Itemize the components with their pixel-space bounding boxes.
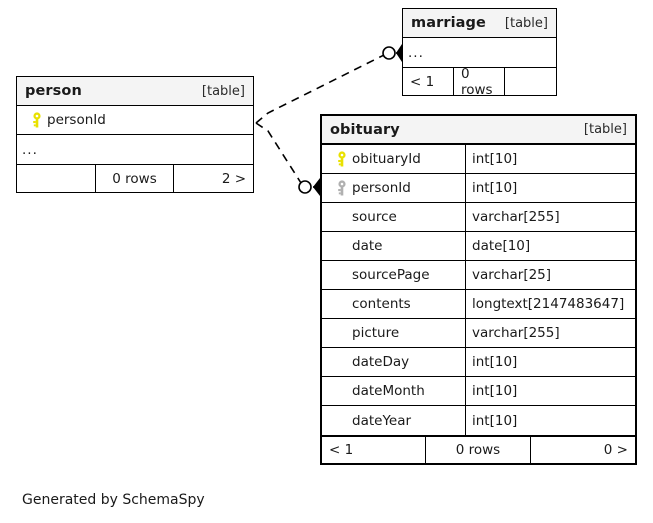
column-name-picture: picture [322, 319, 465, 347]
crowsfoot-marker-obituary [313, 178, 320, 196]
primary-key-icon [330, 150, 352, 168]
column-label: dateMonth [352, 383, 425, 399]
edge-line-person-obituary [255, 122, 302, 184]
entity-table-person[interactable]: person [table] personId [16, 76, 254, 193]
table-row[interactable]: contents longtext[2147483647] [322, 290, 635, 319]
column-type: int[10] [465, 348, 635, 376]
column-label: dateYear [352, 412, 412, 429]
column-type: int[10] [465, 406, 635, 435]
table-row-ellipsis[interactable]: ... [17, 135, 253, 164]
table-row[interactable]: dateDay int[10] [322, 348, 635, 377]
table-row[interactable]: date date[10] [322, 232, 635, 261]
table-row-ellipsis[interactable]: ... [403, 38, 556, 67]
entity-kind-person: [table] [201, 83, 245, 99]
table-row[interactable]: dateMonth int[10] [322, 377, 635, 406]
footer-row-count-person: 0 rows [96, 165, 175, 192]
table-row[interactable]: source varchar[255] [322, 203, 635, 232]
relationship-person-marriage[interactable] [255, 44, 402, 124]
entity-footer-person: 0 rows 2 > [17, 164, 253, 192]
cardinality-zero-marker-marriage [382, 46, 396, 60]
entity-name-obituary: obituary [330, 121, 400, 138]
footer-parent-count-marriage[interactable]: < 1 [403, 68, 454, 95]
column-type: int[10] [465, 377, 635, 405]
footer-parent-count-person[interactable] [17, 165, 96, 192]
column-label: date [352, 238, 383, 254]
entity-kind-marriage: [table] [504, 15, 548, 31]
foreign-key-icon [330, 179, 352, 197]
table-row[interactable]: picture varchar[255] [322, 319, 635, 348]
column-name-datemonth: dateMonth [322, 377, 465, 405]
entity-header-marriage: marriage [table] [403, 9, 556, 38]
table-row[interactable]: personId int[10] [322, 174, 635, 203]
column-label: dateDay [352, 354, 410, 370]
footer-child-count-obituary[interactable]: 0 > [603, 442, 628, 458]
entity-table-marriage[interactable]: marriage [table] ... < 1 0 rows [402, 8, 557, 96]
entity-columns-person: personId ... [17, 106, 253, 164]
column-label: personId [352, 180, 411, 196]
column-label: source [352, 209, 397, 225]
column-name-obituaryid: obituaryId [322, 145, 465, 173]
column-label: sourcePage [352, 267, 430, 283]
entity-columns-marriage: ... [403, 38, 556, 67]
footer-child-count-marriage[interactable] [505, 68, 556, 95]
entity-header-person: person [table] [17, 77, 253, 106]
ellipsis-label: ... [22, 141, 38, 158]
relationship-person-obituary[interactable] [255, 122, 320, 196]
column-type: varchar[255] [465, 203, 635, 231]
cardinality-zero-marker-obituary [298, 180, 312, 194]
table-row[interactable]: obituaryId int[10] [322, 145, 635, 174]
column-label: picture [352, 325, 400, 341]
entity-columns-obituary: obituaryId int[10] personI [322, 145, 635, 435]
footer-row-count-marriage: 0 rows [454, 68, 505, 95]
table-row[interactable]: sourcePage varchar[25] [322, 261, 635, 290]
column-name-dateyear: dateYear [322, 406, 465, 435]
column-type: varchar[255] [465, 319, 635, 347]
column-type: varchar[25] [465, 261, 635, 289]
column-name-personid: personId [17, 106, 253, 134]
column-name-dateday: dateDay [322, 348, 465, 376]
entity-footer-marriage: < 1 0 rows [403, 67, 556, 95]
entity-footer-obituary: < 1 0 rows 0 > [322, 435, 635, 463]
footer-parent-count-obituary[interactable]: < 1 [322, 437, 427, 463]
generated-by-caption: Generated by SchemaSpy [22, 492, 205, 508]
entity-kind-obituary: [table] [583, 122, 627, 137]
footer-row-count-obituary: 0 rows [426, 437, 531, 463]
column-label: obituaryId [352, 151, 421, 167]
column-name-personid: personId [322, 174, 465, 202]
entity-header-obituary: obituary [table] [322, 116, 635, 145]
entity-name-marriage: marriage [411, 15, 486, 31]
column-name-contents: contents [322, 290, 465, 318]
entity-table-obituary[interactable]: obituary [table] obituaryId [320, 114, 637, 465]
column-type: longtext[2147483647] [465, 290, 635, 318]
primary-key-icon [25, 111, 47, 129]
column-label: contents [352, 296, 411, 312]
column-type: int[10] [465, 145, 635, 173]
column-name-sourcepage: sourcePage [322, 261, 465, 289]
ellipsis-label: ... [408, 44, 424, 61]
column-name-date: date [322, 232, 465, 260]
column-label: personId [47, 112, 106, 128]
column-type: date[10] [465, 232, 635, 260]
edge-line-person-marriage [255, 54, 385, 124]
table-row[interactable]: personId [17, 106, 253, 135]
column-name-source: source [322, 203, 465, 231]
table-row[interactable]: dateYear int[10] [322, 406, 635, 435]
column-type: int[10] [465, 174, 635, 202]
entity-name-person: person [25, 83, 82, 99]
footer-child-count-person[interactable]: 2 > [221, 170, 247, 187]
